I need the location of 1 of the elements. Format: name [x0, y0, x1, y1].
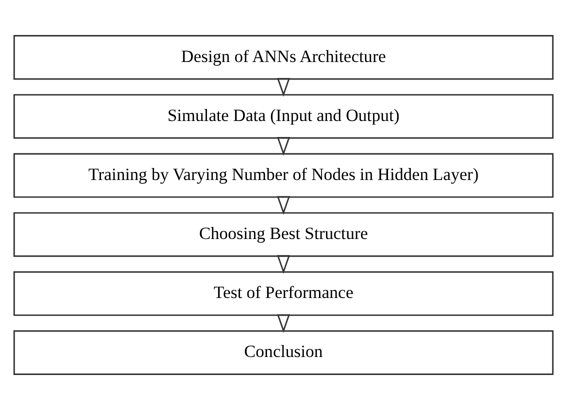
- node-box: Conclusion: [13, 330, 554, 374]
